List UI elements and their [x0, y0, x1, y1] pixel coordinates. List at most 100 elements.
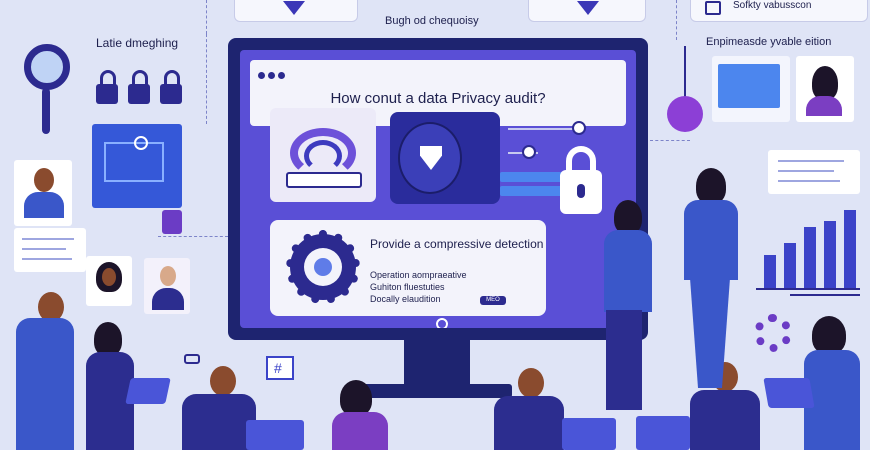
chart-axis-line [790, 294, 860, 296]
slider-knob[interactable] [572, 121, 586, 135]
person-head [518, 368, 544, 398]
padlock-icon [128, 70, 150, 104]
tag-card: # [266, 356, 294, 380]
text-card [768, 150, 860, 194]
profile-card [144, 258, 190, 314]
slider-track [508, 128, 584, 130]
text-line [22, 248, 66, 250]
monitor-stand [404, 340, 470, 390]
info-panel: Provide a compressive detection Operatio… [270, 220, 546, 316]
connector-line [158, 236, 228, 237]
person-hair [812, 66, 838, 100]
person-body [690, 390, 760, 450]
top-caption: Bugh od chequoisy [385, 15, 479, 27]
window-dots [258, 66, 288, 84]
person-hair [696, 168, 726, 204]
text-line [778, 180, 840, 182]
left-caption: Latie dmeghing [96, 36, 179, 50]
text-line [22, 238, 74, 240]
panel-title: Provide a compressive detection [370, 237, 544, 251]
node-icon [134, 136, 148, 150]
connector-line [206, 0, 207, 34]
top-card-middle [528, 0, 646, 22]
lightbulb-icon [667, 96, 703, 132]
magnifier-handle [42, 88, 50, 134]
gauge-ring-inner [304, 140, 342, 172]
person-body [806, 96, 842, 116]
person-skirt [690, 278, 730, 388]
screen-title: How conut a data Privacy audit? [330, 90, 546, 107]
right-caption: Enpimeasde yvable eition [706, 36, 832, 48]
profile-card [796, 56, 854, 122]
top-right-card-label: Sofkty vabusscon [733, 0, 812, 11]
monitor-base [362, 384, 512, 398]
chart-bar [844, 210, 856, 288]
laptop-icon [636, 416, 690, 450]
panel-item: Docally elaudition [370, 294, 441, 304]
profile-card [14, 160, 72, 226]
profile-card [86, 256, 132, 306]
chat-icon [184, 354, 200, 364]
small-device-icon [162, 210, 182, 234]
person-hair [94, 322, 122, 356]
laptop-icon [562, 418, 616, 450]
person-body [684, 200, 738, 280]
padlock-icon [96, 70, 118, 104]
gear-icon [290, 234, 356, 300]
lamp-cord [684, 46, 686, 98]
laptop-icon [286, 172, 362, 188]
person-hair [614, 200, 642, 234]
chart-bar [824, 221, 836, 288]
message-card [712, 56, 790, 122]
person-body [332, 412, 388, 450]
person-head [34, 168, 54, 192]
network-diagram [104, 142, 164, 182]
person-head [160, 266, 176, 286]
panel-badge[interactable]: MEO [480, 296, 506, 305]
padlock-icon [160, 70, 182, 104]
laptop-icon [763, 378, 815, 408]
person-body [24, 192, 64, 218]
text-line [778, 160, 844, 162]
keyhole [577, 184, 585, 198]
shield-icon [398, 122, 462, 194]
top-card-right: Sofkty vabusscon [690, 0, 868, 22]
cube-icon [283, 1, 305, 15]
tag-label: # [274, 360, 282, 376]
message-body [718, 64, 780, 108]
chart-baseline [756, 288, 860, 290]
person-hair [340, 380, 372, 416]
person-hair [812, 316, 846, 354]
progress-strip [500, 172, 562, 182]
chart-bar [764, 255, 776, 288]
connector-line [676, 0, 677, 40]
person-body [604, 230, 652, 312]
text-line [22, 258, 72, 260]
cube-icon [577, 1, 599, 15]
bar-chart-plot [756, 210, 860, 288]
magnifier-icon [24, 44, 70, 90]
laptop-icon [246, 420, 304, 450]
text-line [778, 170, 834, 172]
checkbox-icon [705, 1, 721, 15]
person-body [152, 288, 184, 310]
slider-knob[interactable] [522, 145, 536, 159]
dashboard-panel [270, 108, 376, 202]
chart-bar [784, 243, 796, 288]
connector-line [206, 34, 207, 124]
bar-chart [756, 210, 860, 290]
person-legs [606, 310, 642, 410]
gauge-ring [290, 128, 356, 178]
person-head [210, 366, 236, 396]
power-button[interactable] [436, 318, 448, 328]
person-body [494, 396, 564, 450]
panel-item: Operation aompraeative [370, 270, 467, 280]
lock-shackle [566, 146, 596, 178]
progress-strip [500, 186, 562, 196]
gear-icon [754, 314, 792, 352]
panel-item: Guhiton fluestuties [370, 282, 445, 292]
person-head [102, 268, 116, 286]
person-body [182, 394, 256, 450]
top-card-left [234, 0, 358, 22]
